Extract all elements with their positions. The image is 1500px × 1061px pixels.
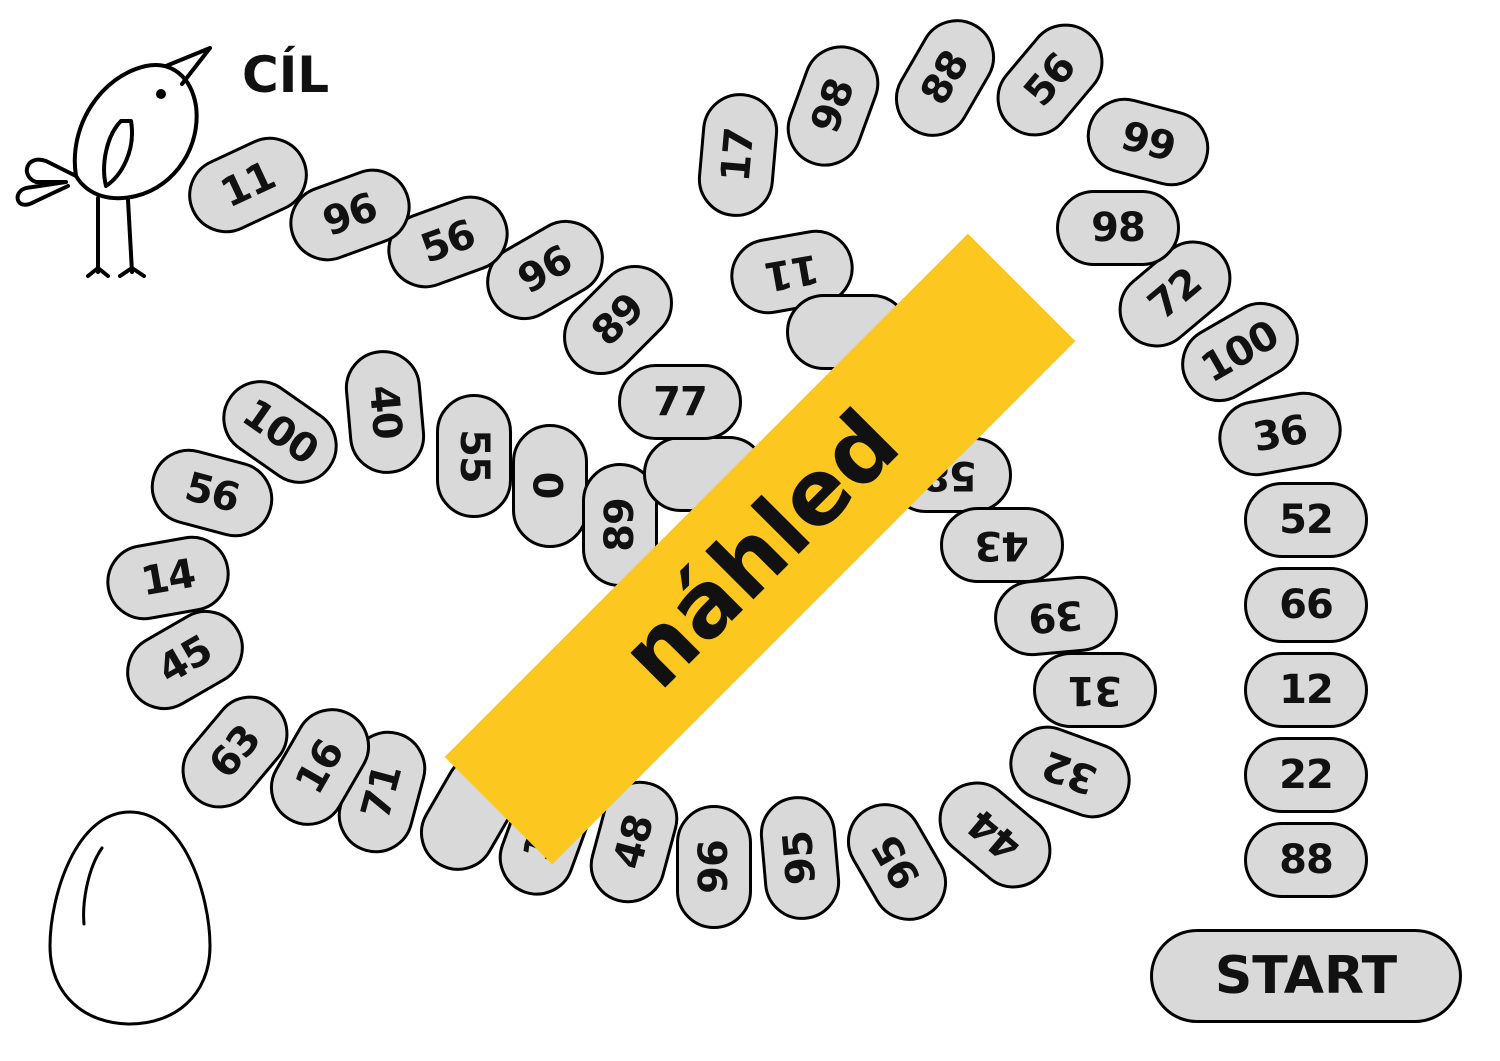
path-tile: 96 — [676, 805, 752, 929]
path-tile: 77 — [618, 364, 742, 440]
path-tile: 12 — [1244, 652, 1368, 728]
path-tile: 95 — [756, 792, 844, 924]
path-tile: 98 — [1056, 190, 1180, 266]
bird-icon — [15, 46, 212, 278]
goal-label: CÍL — [242, 46, 330, 104]
path-tile: 22 — [1244, 737, 1368, 813]
path-tile: 99 — [1078, 89, 1218, 195]
path-tile: 88 — [881, 5, 1009, 151]
egg-icon — [48, 810, 212, 1026]
path-tile: 43 — [940, 507, 1064, 583]
path-tile: 39 — [990, 572, 1122, 660]
start-tile: START — [1150, 929, 1462, 1023]
path-tile: 17 — [694, 89, 782, 221]
path-tile: 0 — [512, 424, 588, 548]
path-tile: 31 — [1033, 652, 1157, 728]
path-tile: 88 — [1244, 822, 1368, 898]
path-tile: 98 — [776, 34, 890, 178]
path-tile: 66 — [1244, 567, 1368, 643]
path-tile: 52 — [1244, 482, 1368, 558]
path-tile: 36 — [1212, 385, 1348, 483]
path-tile: 55 — [436, 394, 512, 518]
path-tile: 40 — [341, 346, 429, 478]
